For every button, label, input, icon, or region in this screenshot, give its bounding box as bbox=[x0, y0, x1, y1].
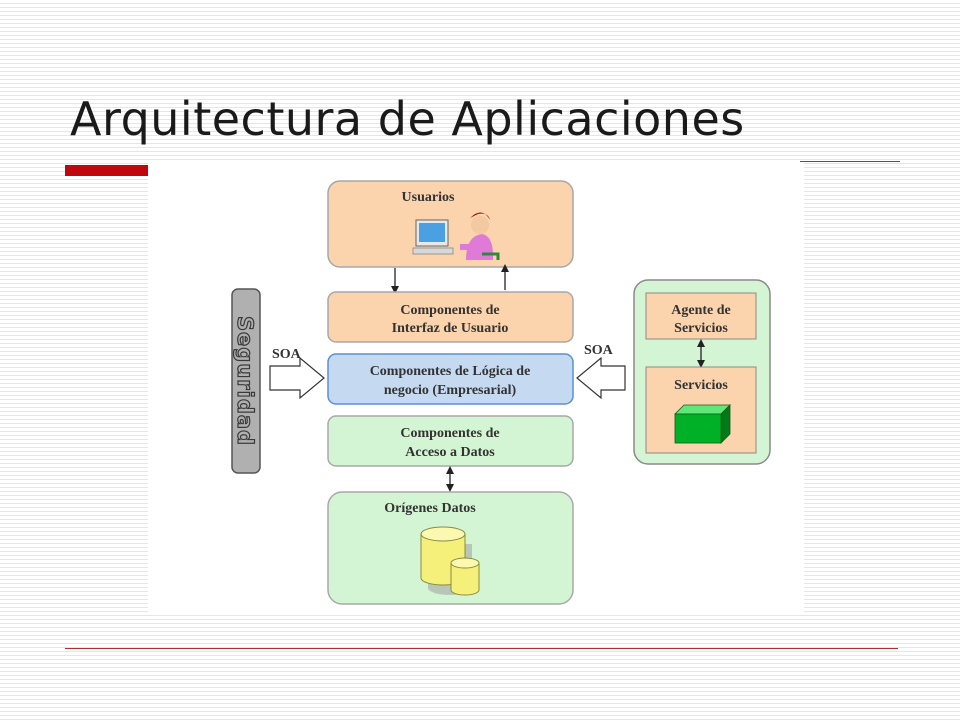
soa-left-label: SOA bbox=[272, 347, 302, 362]
top-rule bbox=[800, 161, 900, 162]
ui-components-line2: Interfaz de Usuario bbox=[392, 321, 509, 336]
service-agent-line2: Servicios bbox=[674, 321, 728, 336]
soa-right-arrow bbox=[576, 356, 626, 400]
security-label: Seguridad bbox=[233, 316, 257, 446]
security-bar: Seguridad bbox=[231, 288, 261, 474]
business-logic-box: Componentes de Lógica de negocio (Empres… bbox=[327, 353, 574, 405]
business-logic-line2: negocio (Empresarial) bbox=[384, 383, 517, 398]
services-box: Servicios bbox=[645, 366, 757, 454]
services-label: Servicios bbox=[674, 378, 728, 393]
service-agent-box: Agente de Servicios bbox=[645, 292, 757, 340]
slide-title: Arquitectura de Aplicaciones bbox=[70, 92, 745, 146]
users-box: Usuarios bbox=[327, 180, 574, 268]
business-logic-line1: Componentes de Lógica de bbox=[370, 364, 531, 379]
data-access-box: Componentes de Acceso a Datos bbox=[327, 415, 574, 467]
service-agent-line1: Agente de bbox=[671, 303, 731, 318]
services-panel: Agente de Servicios Servicios bbox=[633, 279, 771, 465]
users-label: Usuarios bbox=[402, 190, 455, 205]
title-accent-bar bbox=[65, 165, 205, 176]
data-sources-label: Orígenes Datos bbox=[384, 501, 476, 516]
data-access-line2: Acceso a Datos bbox=[405, 445, 495, 460]
ui-components-line1: Componentes de bbox=[400, 303, 499, 318]
architecture-diagram: Usuarios Componentes de Interfaz de Usua… bbox=[148, 162, 804, 612]
data-sources-box: Orígenes Datos bbox=[327, 491, 574, 605]
soa-left-arrow bbox=[269, 356, 325, 400]
database-icon bbox=[420, 526, 480, 596]
ui-components-box: Componentes de Interfaz de Usuario bbox=[327, 291, 574, 343]
soa-right-label: SOA bbox=[584, 343, 614, 358]
service-cube-icon bbox=[674, 404, 731, 444]
user-at-computer-icon bbox=[412, 212, 500, 260]
bottom-rule bbox=[65, 648, 898, 649]
data-access-line1: Componentes de bbox=[400, 426, 499, 441]
